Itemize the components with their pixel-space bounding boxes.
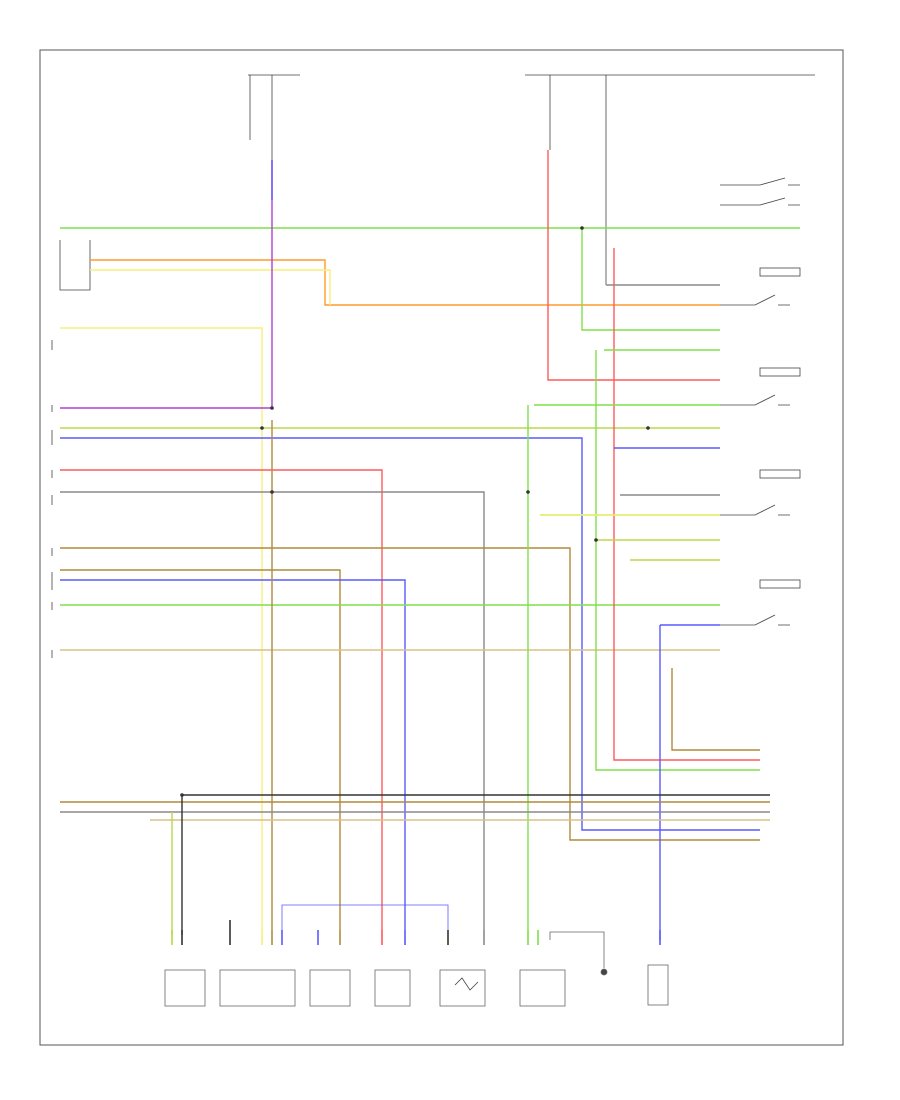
wire: [60, 579, 406, 930]
wire: [671, 668, 760, 751]
component-box: [519, 969, 566, 1007]
wire: [60, 437, 760, 831]
wire: [60, 327, 263, 930]
component-box: [219, 969, 296, 1007]
wire: [60, 469, 383, 930]
fuse-feed-right: [525, 74, 815, 285]
component-box: [439, 969, 486, 1007]
wire: [659, 624, 720, 940]
wire: [90, 259, 720, 306]
wire: [90, 269, 331, 305]
wire: [60, 160, 273, 409]
wire: [60, 569, 341, 930]
wire-group-vertical: [271, 150, 760, 940]
wire-group-left: [60, 160, 800, 930]
left-connector-block: [51, 240, 91, 658]
component-box: [309, 969, 351, 1007]
wire-group-bottom: [60, 794, 770, 935]
wire: [613, 248, 760, 761]
wire: [547, 150, 720, 381]
connector-stubs: [171, 920, 661, 945]
wire: [595, 350, 760, 771]
switch-symbols: [720, 177, 801, 626]
diagram-border: [39, 49, 844, 1046]
splice-points: [180, 226, 650, 797]
component-box: [374, 969, 411, 1007]
component-box: [647, 964, 669, 1006]
wire: [581, 228, 720, 331]
fuse-feed-left: [248, 74, 300, 160]
wire: [60, 547, 760, 841]
component-boxes: [164, 904, 669, 1007]
wire: [60, 491, 485, 930]
component-box: [164, 969, 206, 1007]
